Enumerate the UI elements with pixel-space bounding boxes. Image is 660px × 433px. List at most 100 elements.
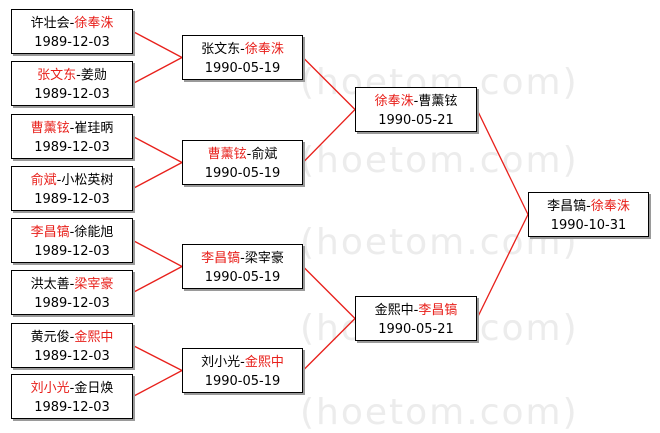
final-match-box: 李昌镐-徐奉洙 1990-10-31 bbox=[528, 192, 649, 237]
player-name: 徐能旭 bbox=[74, 225, 114, 240]
match-players: 曹薰铉-崔珪昞 bbox=[12, 119, 132, 138]
connector-line bbox=[132, 265, 183, 294]
semifinal-match-box: 徐奉洙-曹薰铉 1990-05-21 bbox=[355, 87, 477, 132]
player-name: 俞斌 bbox=[30, 173, 57, 188]
match-date: 1990-05-19 bbox=[204, 166, 281, 181]
connector-line bbox=[132, 239, 183, 268]
player-name: 李昌镐 bbox=[547, 199, 587, 214]
round1-match-box: 曹薰铉-崔珪昞 1989-12-03 bbox=[11, 114, 133, 159]
player-name: 刘小光 bbox=[30, 381, 70, 396]
round2-match-box: 张文东-徐奉洙 1990-05-19 bbox=[182, 35, 303, 80]
match-date: 1989-12-03 bbox=[34, 400, 110, 415]
vs-dash: - bbox=[413, 303, 419, 318]
player-name: 许壮会 bbox=[30, 16, 70, 31]
connector-line bbox=[132, 56, 183, 85]
round1-match-box: 洪太善-梁宰豪 1989-12-03 bbox=[11, 270, 133, 315]
match-players: 刘小光-金日焕 bbox=[12, 379, 132, 398]
match-players: 黄元俊-金熙中 bbox=[12, 328, 132, 347]
player-name: 徐奉洙 bbox=[74, 16, 114, 31]
match-date: 1990-10-31 bbox=[550, 218, 627, 233]
vs-dash: - bbox=[76, 68, 81, 83]
player-name: 俞斌 bbox=[251, 147, 278, 162]
round2-match-box: 李昌镐-梁宰豪 1990-05-19 bbox=[182, 244, 303, 289]
player-name: 金日焕 bbox=[74, 381, 114, 396]
round2-match-box: 刘小光-金熙中 1990-05-19 bbox=[182, 348, 303, 393]
vs-dash: - bbox=[246, 147, 252, 162]
match-date: 1990-05-21 bbox=[378, 113, 454, 128]
match-date: 1989-12-03 bbox=[34, 192, 110, 207]
match-date: 1989-12-03 bbox=[34, 296, 110, 311]
player-name: 曹薰铉 bbox=[30, 121, 70, 136]
player-name: 姜勋 bbox=[80, 68, 107, 83]
match-date: 1990-05-19 bbox=[204, 374, 281, 389]
connector-line bbox=[476, 214, 529, 319]
vs-dash: - bbox=[413, 94, 419, 109]
vs-dash: - bbox=[56, 173, 62, 188]
player-name: 崔珪昞 bbox=[74, 121, 114, 136]
vs-dash: - bbox=[69, 277, 75, 292]
match-players: 李昌镐-徐奉洙 bbox=[529, 197, 648, 216]
connector-line bbox=[302, 318, 356, 371]
match-date: 1989-12-03 bbox=[34, 140, 110, 155]
vs-dash: - bbox=[240, 251, 245, 266]
round2-match-box: 曹薰铉-俞斌 1990-05-19 bbox=[182, 140, 303, 185]
vs-dash: - bbox=[69, 16, 75, 31]
player-name: 李昌镐 bbox=[30, 225, 70, 240]
vs-dash: - bbox=[69, 330, 75, 345]
vs-dash: - bbox=[586, 199, 591, 214]
player-name: 黄元俊 bbox=[30, 330, 70, 345]
connector-line bbox=[302, 57, 356, 110]
connector-line bbox=[132, 369, 183, 398]
vs-dash: - bbox=[69, 381, 75, 396]
match-players: 许壮会-徐奉洙 bbox=[12, 14, 132, 33]
player-name: 小松英树 bbox=[61, 173, 114, 188]
player-name: 徐奉洙 bbox=[374, 94, 414, 109]
match-date: 1989-12-03 bbox=[34, 87, 110, 102]
connector-line bbox=[476, 109, 529, 215]
player-name: 梁宰豪 bbox=[74, 277, 114, 292]
vs-dash: - bbox=[69, 225, 75, 240]
round1-match-box: 李昌镐-徐能旭 1989-12-03 bbox=[11, 218, 133, 263]
match-players: 俞斌-小松英树 bbox=[12, 171, 132, 190]
player-name: 金熙中 bbox=[74, 330, 114, 345]
match-players: 李昌镐-徐能旭 bbox=[12, 223, 132, 242]
match-players: 洪太善-梁宰豪 bbox=[12, 275, 132, 294]
round1-match-box: 俞斌-小松英树 1989-12-03 bbox=[11, 166, 133, 211]
match-date: 1990-05-19 bbox=[204, 61, 281, 76]
vs-dash: - bbox=[240, 42, 245, 57]
round1-match-box: 刘小光-金日焕 1989-12-03 bbox=[11, 374, 133, 419]
vs-dash: - bbox=[69, 121, 75, 136]
match-date: 1989-12-03 bbox=[34, 35, 110, 50]
connector-line bbox=[302, 109, 356, 163]
player-name: 梁宰豪 bbox=[244, 251, 284, 266]
player-name: 曹薰铉 bbox=[418, 94, 458, 109]
player-name: 金熙中 bbox=[374, 303, 414, 318]
match-players: 曹薰铉-俞斌 bbox=[183, 145, 302, 164]
round1-match-box: 黄元俊-金熙中 1989-12-03 bbox=[11, 323, 133, 368]
player-name: 洪太善 bbox=[30, 277, 70, 292]
player-name: 徐奉洙 bbox=[590, 199, 630, 214]
match-players: 张文东-徐奉洙 bbox=[183, 40, 302, 59]
connector-line bbox=[132, 30, 183, 59]
player-name: 张文东 bbox=[201, 42, 241, 57]
player-name: 刘小光 bbox=[201, 355, 241, 370]
player-name: 徐奉洙 bbox=[244, 42, 284, 57]
match-players: 徐奉洙-曹薰铉 bbox=[356, 92, 476, 111]
match-date: 1990-05-19 bbox=[204, 270, 281, 285]
round1-match-box: 许壮会-徐奉洙 1989-12-03 bbox=[11, 9, 133, 54]
match-date: 1989-12-03 bbox=[34, 349, 110, 364]
vs-dash: - bbox=[240, 355, 245, 370]
connector-line bbox=[132, 135, 183, 164]
match-players: 刘小光-金熙中 bbox=[183, 353, 302, 372]
match-players: 李昌镐-梁宰豪 bbox=[183, 249, 302, 268]
match-players: 金熙中-李昌镐 bbox=[356, 301, 476, 320]
player-name: 金熙中 bbox=[244, 355, 284, 370]
match-date: 1989-12-03 bbox=[34, 244, 110, 259]
connector-line bbox=[302, 266, 356, 319]
player-name: 李昌镐 bbox=[418, 303, 458, 318]
player-name: 李昌镐 bbox=[201, 251, 241, 266]
player-name: 曹薰铉 bbox=[207, 147, 247, 162]
